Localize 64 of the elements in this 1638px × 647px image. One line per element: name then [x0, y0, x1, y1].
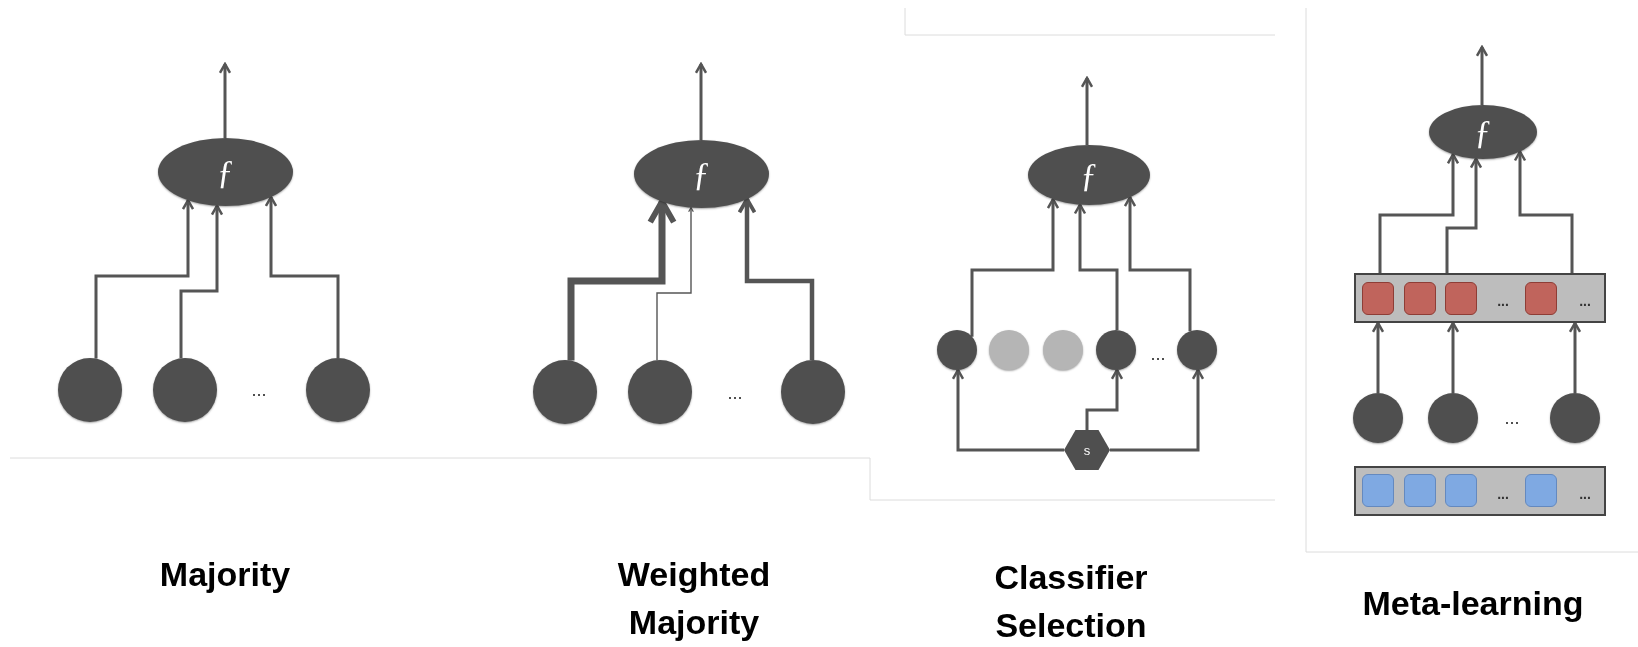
classifier-circle: [1428, 393, 1478, 443]
ellipsis-text: ...: [1497, 294, 1509, 308]
arrow: [1568, 321, 1582, 393]
arrow: [1378, 153, 1460, 273]
classifier-circle: [1177, 330, 1217, 370]
inactive-classifier-circle: [1043, 330, 1083, 370]
panel-title: Majority: [158, 554, 292, 595]
arrow: [1371, 321, 1385, 393]
feature-bar: [1354, 273, 1606, 323]
function-label: ƒ: [1474, 115, 1492, 149]
classifier-circle: [153, 358, 217, 422]
output-square: [1404, 282, 1436, 315]
arrow: [1123, 195, 1192, 332]
ellipsis-text: ...: [1149, 345, 1167, 363]
ellipsis-text: ...: [1579, 487, 1591, 501]
arrow: [694, 62, 708, 140]
classifier-circle: [1353, 393, 1403, 443]
output-square: [1525, 282, 1557, 315]
classifier-circle: [1550, 393, 1600, 443]
classifier-circle: [781, 360, 845, 424]
arrow: [179, 204, 224, 359]
selector-hexagon: [1064, 430, 1110, 470]
arrow: [218, 62, 232, 138]
arrow: [94, 199, 195, 359]
ellipsis-text: ...: [1579, 294, 1591, 308]
arrow: [1446, 321, 1460, 393]
arrow: [737, 197, 815, 360]
function-label: ƒ: [693, 157, 710, 191]
input-square: [1362, 474, 1394, 507]
ellipsis-text: ...: [1503, 409, 1521, 427]
function-label: ƒ: [1080, 158, 1098, 192]
input-square: [1404, 474, 1436, 507]
arrow: [567, 198, 677, 361]
feature-bar: [1354, 466, 1606, 516]
selector-label: s: [1083, 443, 1091, 457]
arrow: [1513, 150, 1574, 273]
output-square: [1445, 282, 1477, 315]
ellipsis-text: ...: [726, 384, 744, 402]
function-label: ƒ: [217, 155, 234, 189]
inactive-classifier-circle: [989, 330, 1029, 370]
classifier-circle: [58, 358, 122, 422]
classifier-circle: [937, 330, 977, 370]
classifier-circle: [533, 360, 597, 424]
arrow: [1080, 76, 1094, 145]
panel-title: Classifier Selection: [993, 557, 1149, 646]
arrow: [951, 368, 1064, 452]
classifier-circle: [306, 358, 370, 422]
arrow: [1073, 203, 1119, 331]
arrow: [1475, 45, 1489, 105]
arrow: [264, 195, 340, 358]
output-square: [1362, 282, 1394, 315]
panel-title: Meta-learning: [1361, 583, 1585, 624]
arrow: [970, 197, 1060, 337]
arrow: [1085, 368, 1124, 430]
input-square: [1525, 474, 1557, 507]
ellipsis-text: ...: [1497, 487, 1509, 501]
classifier-circle: [1096, 330, 1136, 370]
arrow: [1445, 157, 1483, 273]
ellipsis-text: ...: [250, 381, 268, 399]
classifier-circle: [628, 360, 692, 424]
panel-title: Weighted Majority: [616, 554, 772, 643]
arrow: [656, 206, 694, 361]
input-square: [1445, 474, 1477, 507]
arrow: [1110, 368, 1205, 452]
